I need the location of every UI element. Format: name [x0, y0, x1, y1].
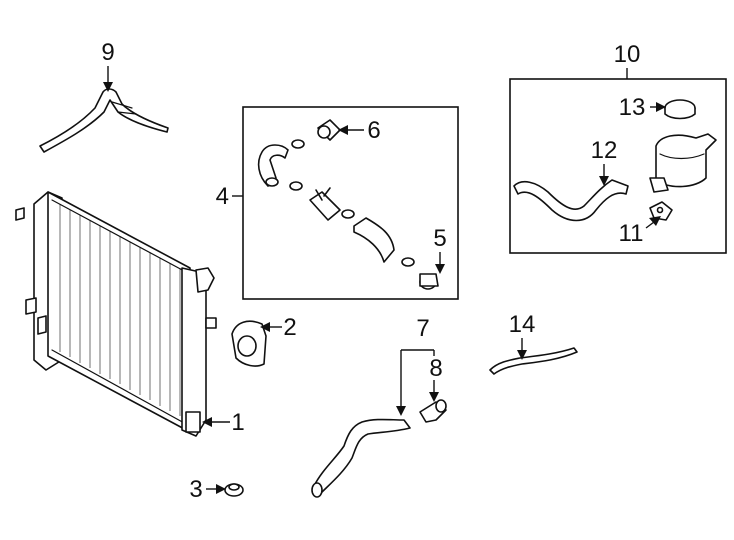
- callout-10: 10: [614, 41, 641, 68]
- drain-plug-part-3: [224, 483, 244, 497]
- callout-8: 8: [429, 355, 442, 382]
- group-box-10: [509, 78, 727, 254]
- callout-7: 7: [416, 315, 429, 342]
- callout-5: 5: [433, 225, 446, 252]
- connector-part-5: [419, 273, 439, 290]
- coolant-reservoir: [649, 133, 717, 193]
- hose-assembly-part-4: [257, 139, 415, 267]
- bracket-part-11: [649, 201, 673, 221]
- lower-hose-part-7: [311, 418, 411, 498]
- callout-2: 2: [283, 314, 296, 341]
- callout-13: 13: [619, 94, 646, 121]
- reservoir-hose-part-12: [513, 179, 629, 222]
- air-deflector-part-2: [231, 320, 267, 367]
- callout-14: 14: [509, 311, 536, 338]
- fitting-part-8: [419, 399, 447, 423]
- upper-hose-part-9: [39, 88, 169, 153]
- reservoir-cap-part-13: [664, 99, 696, 120]
- callout-4: 4: [216, 183, 229, 210]
- callout-12: 12: [591, 137, 618, 164]
- callout-3: 3: [189, 476, 202, 503]
- callout-9: 9: [101, 39, 114, 66]
- connector-part-6: [317, 119, 341, 141]
- group-box-4: [242, 106, 459, 300]
- callout-1: 1: [231, 409, 244, 436]
- tube-part-14: [489, 347, 578, 375]
- callout-11: 11: [619, 220, 644, 247]
- radiator-part-1: [15, 191, 217, 437]
- callout-6: 6: [367, 117, 380, 144]
